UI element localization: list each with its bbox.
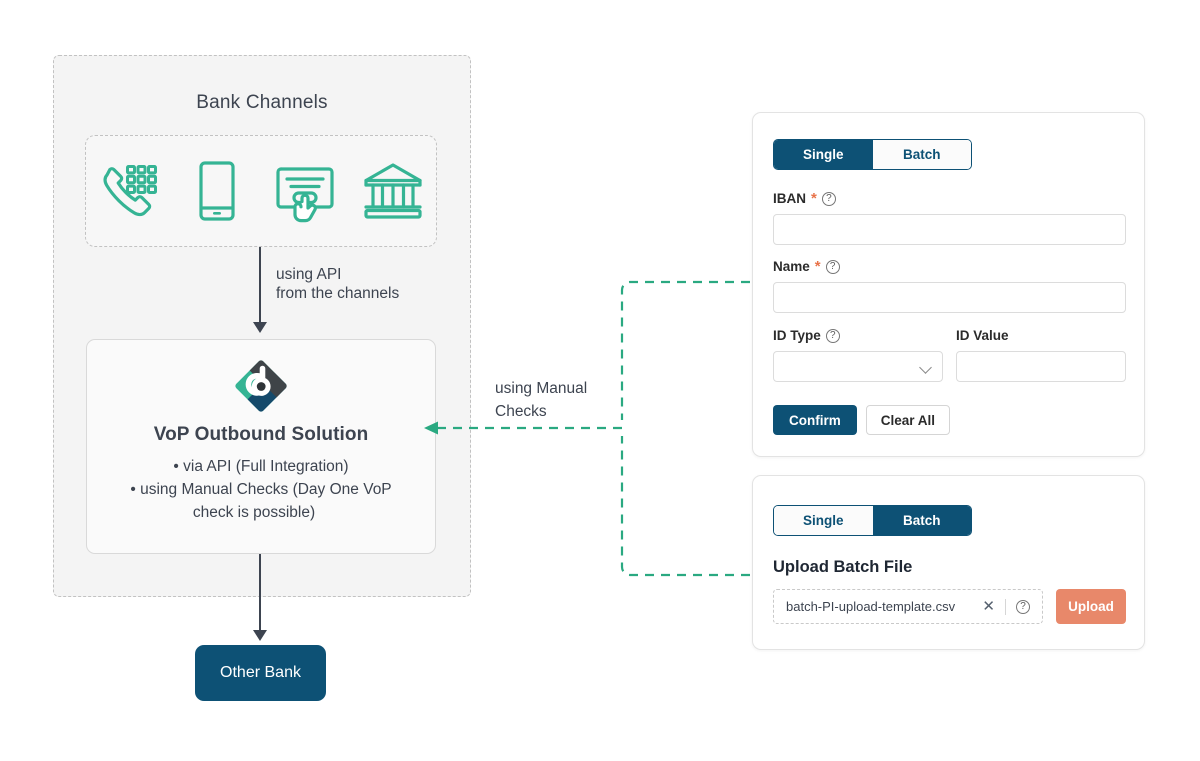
atm-touchscreen-icon	[276, 167, 334, 223]
chevron-down-icon	[919, 361, 932, 374]
single-card-actions: Confirm Clear All	[773, 405, 951, 435]
manual-label-line2: Checks	[495, 403, 547, 420]
vop-diamond-logo	[235, 360, 287, 412]
vop-bullet-list: via API (Full Integration) using Manual …	[96, 455, 426, 524]
confirm-button[interactable]: Confirm	[773, 405, 857, 435]
vop-bullet-1: via API (Full Integration)	[96, 455, 426, 478]
id-value-input[interactable]	[956, 351, 1126, 382]
id-type-label: ID Type ?	[773, 328, 943, 343]
manual-label-line1: using Manual	[495, 380, 588, 397]
single-card-tabs: Single Batch	[773, 139, 972, 170]
name-label-text: Name	[773, 259, 810, 274]
file-name-text: batch-PI-upload-template.csv	[786, 599, 956, 614]
phone-keypad-icon	[103, 165, 157, 217]
manual-checks-label: using Manual Checks	[495, 377, 587, 423]
tab-single[interactable]: Single	[774, 140, 873, 169]
vop-outbound-solution-box: VoP Outbound Solution via API (Full Inte…	[86, 339, 436, 554]
batch-upload-card: Single Batch Upload Batch File batch-PI-…	[752, 475, 1145, 650]
id-value-label-text: ID Value	[956, 328, 1009, 343]
name-field-group: Name * ?	[773, 259, 1126, 313]
iban-label: IBAN * ?	[773, 191, 1126, 206]
close-icon[interactable]: ✕	[982, 598, 995, 615]
upload-row: batch-PI-upload-template.csv ✕ ? Upload	[773, 589, 1126, 624]
upload-help-icon[interactable]: ?	[1016, 599, 1030, 614]
mobile-phone-icon	[199, 161, 235, 221]
arrow-vop-to-other-bank	[259, 554, 261, 633]
vop-bullet-2-line1: using Manual Checks (Day One VoP	[140, 481, 392, 498]
tab-batch-batchcard[interactable]: Batch	[872, 506, 971, 535]
arrow-channels-to-vop	[259, 247, 261, 325]
iban-required-asterisk: *	[811, 189, 817, 207]
file-drop-chip[interactable]: batch-PI-upload-template.csv ✕ ?	[773, 589, 1043, 624]
id-type-label-text: ID Type	[773, 328, 821, 343]
single-check-card: Single Batch IBAN * ? Name * ? ID Type ?	[752, 112, 1145, 457]
api-connector-label: using API from the channels	[276, 265, 399, 303]
upload-batch-file-title: Upload Batch File	[773, 558, 913, 576]
iban-help-icon[interactable]: ?	[821, 191, 836, 206]
id-type-select[interactable]	[773, 351, 943, 382]
name-input[interactable]	[773, 282, 1126, 313]
channel-icon-row	[85, 135, 437, 247]
clear-all-button[interactable]: Clear All	[865, 405, 951, 435]
id-type-field-group: ID Type ?	[773, 328, 943, 382]
name-label: Name * ?	[773, 259, 1126, 274]
id-value-field-group: ID Value	[956, 328, 1126, 382]
api-label-line1: using API	[276, 266, 342, 283]
vop-bullet-2: using Manual Checks (Day One VoP check i…	[96, 478, 426, 524]
vop-title: VoP Outbound Solution	[153, 424, 369, 445]
id-type-help-icon[interactable]: ?	[825, 328, 840, 343]
batch-card-tabs: Single Batch	[773, 505, 972, 536]
iban-input[interactable]	[773, 214, 1126, 245]
name-help-icon[interactable]: ?	[825, 259, 840, 274]
id-value-label: ID Value	[956, 328, 1126, 343]
arrow-channels-to-vop-head	[253, 322, 267, 333]
chip-divider	[1005, 598, 1006, 615]
connector-arrowhead	[424, 421, 438, 435]
tab-batch[interactable]: Batch	[872, 140, 971, 169]
name-required-asterisk: *	[814, 257, 821, 275]
other-bank-box: Other Bank	[195, 645, 326, 701]
manual-checks-connector	[424, 280, 750, 577]
vop-bullet-2-line2: check is possible)	[192, 504, 316, 521]
tab-single-batchcard[interactable]: Single	[774, 506, 873, 535]
bank-channels-title: Bank Channels	[196, 92, 328, 113]
bank-building-icon	[364, 163, 422, 219]
api-label-line2: from the channels	[276, 285, 400, 302]
iban-field-group: IBAN * ?	[773, 191, 1126, 245]
upload-button[interactable]: Upload	[1056, 589, 1126, 624]
iban-label-text: IBAN	[773, 191, 806, 206]
arrow-vop-to-other-bank-head	[253, 630, 267, 641]
